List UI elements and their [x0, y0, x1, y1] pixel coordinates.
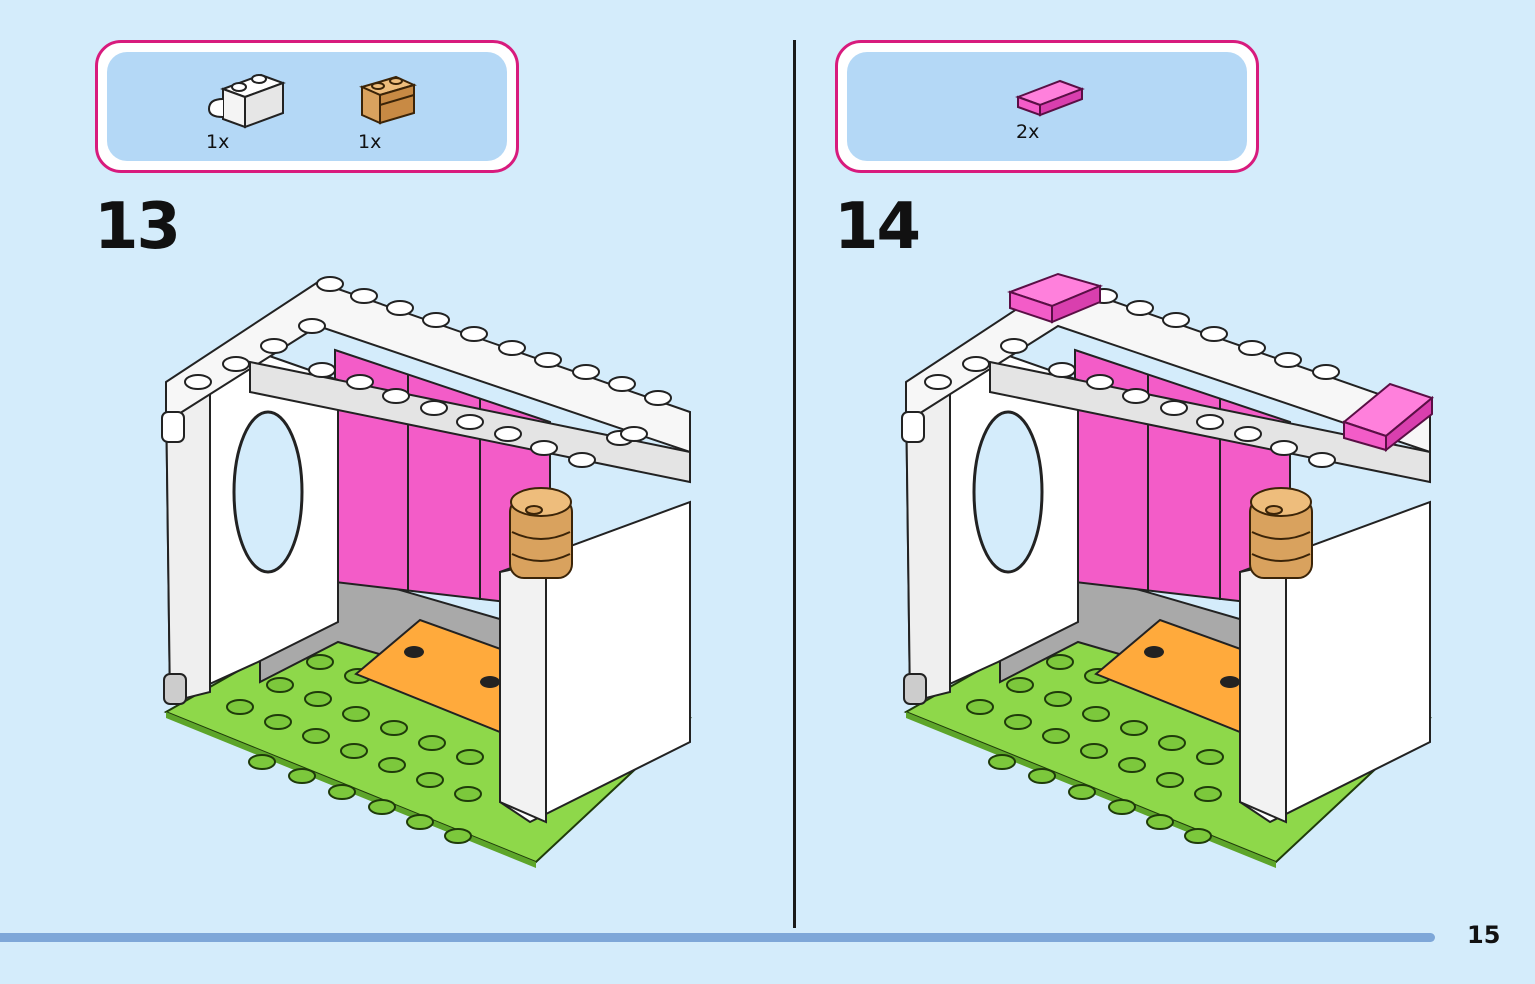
page-number: 15: [1467, 921, 1501, 949]
tan-round-brick-placed: [509, 487, 573, 579]
step-number-13: 13: [94, 190, 181, 264]
build-illustration-step-14: [901, 272, 1435, 868]
part-qty-3: 2x: [1016, 121, 1040, 143]
page-footer-bar: [0, 933, 1435, 942]
tan-round-brick-icon: [359, 75, 417, 125]
parts-callout-step-14: 2x: [835, 40, 1259, 173]
baseplate-studs: [226, 654, 484, 844]
pink-tile-placed-left: [1007, 272, 1104, 324]
part-qty-2: 1x: [358, 131, 382, 153]
parts-callout-step-13: 1x 1x: [95, 40, 519, 173]
white-brick-with-clip-icon: [207, 73, 286, 129]
part-qty-1: 1x: [206, 131, 230, 153]
build-illustration-step-13: [161, 276, 692, 868]
step-divider: [793, 40, 796, 928]
pink-tile-placed-right: [1341, 382, 1435, 453]
baseplate-studs: [966, 654, 1224, 844]
pink-tile-icon: [1015, 79, 1085, 117]
top-studs: [184, 276, 672, 468]
top-studs: [924, 288, 1340, 468]
tan-round-brick-placed: [1249, 487, 1313, 579]
step-number-14: 14: [834, 190, 921, 264]
parts-callout-panel: [107, 52, 507, 161]
